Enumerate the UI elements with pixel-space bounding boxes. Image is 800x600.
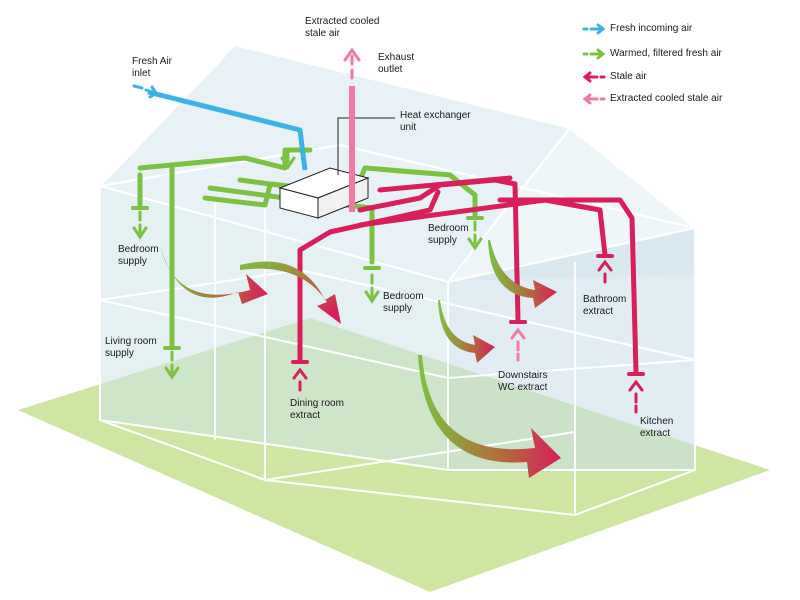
dashed-arrow-left-icon — [582, 93, 606, 105]
heat-exchanger-leader-line — [337, 117, 395, 175]
bedroom-supply-right-arrow-icon — [467, 220, 483, 251]
bedroom-supply-center-arrow-icon — [364, 273, 380, 304]
extract-inlets — [291, 254, 645, 376]
legend-item-warmed-fresh-air: Warmed, filtered fresh air — [582, 47, 792, 61]
legend-item-extracted-cooled-stale-air: Extracted cooled stale air — [582, 92, 792, 106]
bathroom-extract-arrow-icon — [597, 259, 613, 284]
extract-ducts — [297, 175, 639, 375]
exhaust-arrow-icon — [343, 47, 361, 80]
kitchen-extract-arrow-icon — [628, 379, 644, 414]
legend-item-stale-air: Stale air — [582, 70, 792, 84]
fresh-air-inlet-arrow-icon — [132, 84, 160, 99]
dashed-arrow-right-icon — [582, 23, 606, 35]
legend-item-fresh-incoming-air: Fresh incoming air — [582, 22, 792, 36]
living-room-supply-arrow-icon — [164, 350, 180, 380]
dashed-arrow-right-icon — [582, 48, 606, 60]
dining-room-extract-arrow-icon — [292, 367, 308, 392]
bedroom-supply-left-arrow-icon — [132, 210, 148, 240]
fresh-air-inlet-duct — [147, 89, 308, 171]
hub-supply-arrow-icon — [280, 148, 296, 170]
extract-arrows — [292, 259, 644, 414]
supply-outlet-arrows — [132, 148, 483, 380]
supply-diffusers — [131, 206, 484, 350]
downstairs-wc-extract-arrow-icon — [510, 327, 526, 362]
heat-exchanger-unit — [278, 167, 370, 219]
dashed-arrow-left-icon — [582, 71, 606, 83]
airflow-arrows — [160, 240, 561, 478]
